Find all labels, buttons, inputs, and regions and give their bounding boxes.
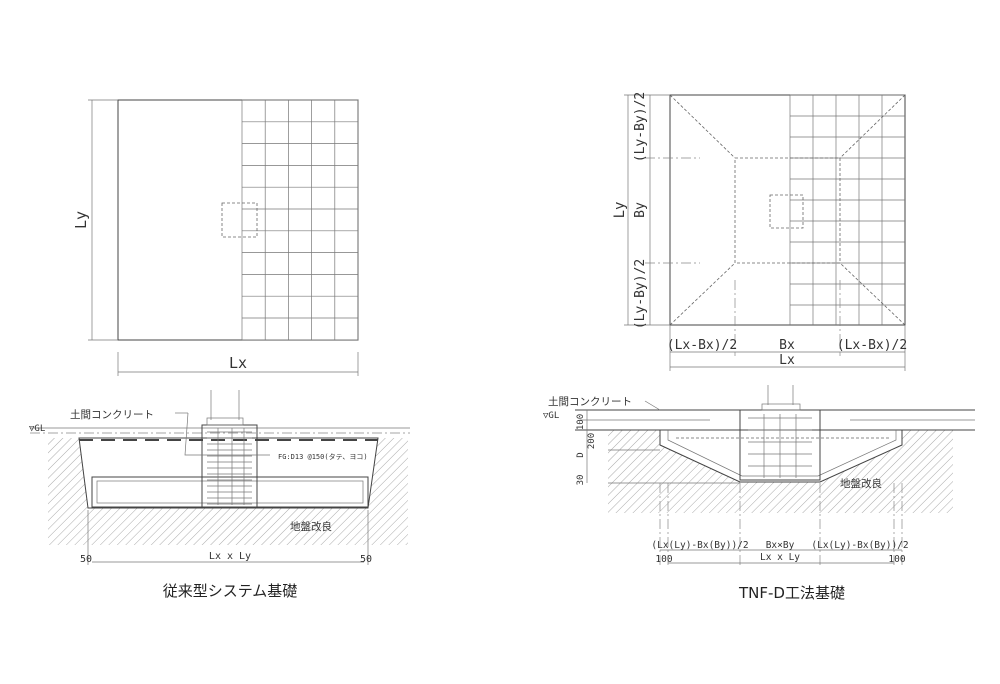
tnf-d-plan-view: (Ly-By)/2 By (Ly-By)/2 Ly (Lx-Bx)/2 Bx (… bbox=[612, 92, 907, 371]
dim-slope-right: (Lx(Ly)-Bx(By))/2 bbox=[811, 540, 908, 551]
dim-ly: Ly bbox=[612, 202, 628, 219]
dim-bx-by: Bx×By bbox=[766, 540, 795, 551]
conventional-section-view: 土間コンクリート ▽GL FG:D13 @150(タテ、ヨコ) 地盤改良 50 … bbox=[29, 390, 410, 565]
dim-ly-by-bottom: (Ly-By)/2 bbox=[633, 259, 648, 329]
dim-100-right: 100 bbox=[888, 554, 905, 565]
dim-lx: Lx bbox=[779, 353, 795, 368]
gl-label: ▽GL bbox=[543, 411, 559, 421]
dim-lx-ly: Lx x Ly bbox=[209, 551, 251, 562]
dim-ly: Ly bbox=[72, 211, 90, 229]
conventional-plan-view: Ly Lx bbox=[72, 99, 359, 376]
caption-conventional: 従来型システム基礎 bbox=[163, 582, 298, 600]
dim-slope-left: (Lx(Ly)-Bx(By))/2 bbox=[651, 540, 748, 551]
dim-lx-bx-right: (Lx-Bx)/2 bbox=[837, 338, 907, 353]
caption-tnf-d: TNF-D工法基礎 bbox=[738, 584, 845, 602]
dim-100: 100 bbox=[576, 414, 586, 430]
dim-lx-ly: Lx x Ly bbox=[760, 552, 800, 563]
dim-lx-bx-left: (Lx-Bx)/2 bbox=[667, 338, 737, 353]
dim-30: 30 bbox=[576, 475, 586, 486]
dim-bx: Bx bbox=[779, 338, 795, 353]
dim-50-left: 50 bbox=[80, 554, 92, 565]
dim-100-left: 100 bbox=[655, 554, 672, 565]
dim-by: By bbox=[633, 202, 648, 218]
tnf-d-section-view: 土間コンクリート ▽GL 100 200 D 30 地盤改良 (Lx(Ly)-B… bbox=[543, 385, 975, 565]
ground-improvement-label: 地盤改良 bbox=[840, 477, 882, 490]
rebar-label: FG:D13 @150(タテ、ヨコ) bbox=[278, 452, 368, 461]
ground-improvement-label: 地盤改良 bbox=[290, 520, 332, 533]
slab-concrete-label: 土間コンクリート bbox=[70, 408, 154, 421]
dim-ly-by-top: (Ly-By)/2 bbox=[633, 92, 648, 162]
gl-label: ▽GL bbox=[29, 424, 45, 434]
slab-concrete-label: 土間コンクリート bbox=[548, 395, 632, 408]
dim-200: 200 bbox=[587, 433, 597, 449]
dim-lx: Lx bbox=[229, 354, 247, 372]
dim-50-right: 50 bbox=[360, 554, 372, 565]
dim-d: D bbox=[576, 452, 586, 457]
